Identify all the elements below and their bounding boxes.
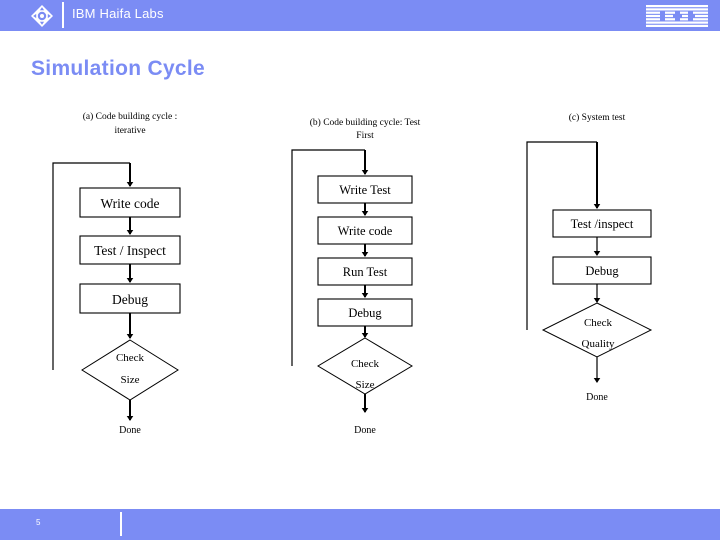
column-c-box-1-label: Test /inspect (571, 217, 634, 231)
column-b-loop-line (291, 149, 365, 366)
column-a-decision-diamond (81, 339, 179, 401)
ibm-logo (646, 5, 708, 27)
column-a-caption-line1: (a) Code building cycle : (83, 111, 177, 122)
simulation-cycle-diagram: (a) Code building cycle : iterative Writ… (0, 95, 720, 465)
column-a-box-1-label: Write code (100, 196, 159, 211)
column-c-box-2-label: Debug (585, 264, 619, 278)
diagram-column-b: (b) Code building cycle: Test First Writ… (291, 117, 421, 436)
diagram-column-c: (c) System test Test /inspect Debug Chec… (526, 112, 653, 403)
column-c-decision-line1: Check (584, 317, 613, 329)
page-number: 5 (36, 518, 41, 527)
column-a-box-2 (79, 235, 181, 265)
column-c-terminal-label: Done (586, 392, 608, 403)
column-b-box-3 (317, 257, 413, 286)
column-a-decision-line1: Check (116, 352, 145, 364)
column-a-box-3-label: Debug (112, 292, 148, 307)
column-c-loop-line (526, 141, 597, 330)
column-b-box-4-label: Debug (348, 306, 382, 320)
column-a-terminal-label: Done (119, 425, 141, 436)
column-a-loop-line (52, 162, 130, 370)
column-b-box-3-label: Run Test (343, 265, 388, 279)
footer-divider (120, 512, 122, 536)
column-c-box-2 (552, 256, 652, 285)
column-a-caption-line2: iterative (114, 126, 145, 136)
column-c-caption-line1: (c) System test (569, 112, 626, 123)
column-c-decision-line2: Quality (582, 338, 615, 350)
column-b-box-1-label: Write Test (339, 183, 391, 197)
column-b-box-4 (317, 298, 413, 327)
globe-compass-icon (30, 4, 54, 28)
header-band: IBM Haifa Labs (0, 0, 720, 31)
column-c-box-1 (552, 209, 652, 238)
footer-band: 5 (0, 509, 720, 540)
column-b-decision-line2: Size (356, 379, 375, 391)
column-b-terminal-label: Done (354, 425, 376, 436)
column-b-caption-line1: (b) Code building cycle: Test (310, 117, 421, 128)
diagram-column-a: (a) Code building cycle : iterative Writ… (52, 111, 181, 436)
column-b-box-2-label: Write code (338, 224, 393, 238)
column-a-box-3 (79, 283, 181, 314)
column-b-decision-line1: Check (351, 358, 380, 370)
page-title: Simulation Cycle (31, 57, 206, 80)
header-divider (62, 2, 64, 28)
column-b-box-1 (317, 175, 413, 204)
column-a-box-2-label: Test / Inspect (94, 243, 166, 258)
column-b-caption-line2: First (356, 131, 374, 141)
header-brand-label: IBM Haifa Labs (72, 6, 164, 21)
column-a-decision-line2: Size (121, 374, 140, 386)
